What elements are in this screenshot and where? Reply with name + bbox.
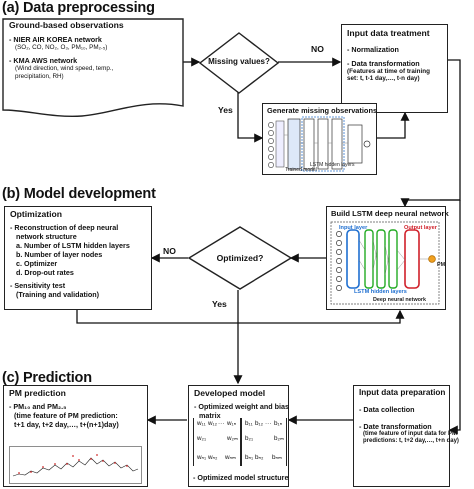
optimization-title: Optimization — [10, 209, 63, 219]
optimization-c: c. Optimizer — [16, 258, 58, 268]
missing-no-label: NO — [311, 44, 324, 54]
optimized-question: Optimized? — [216, 253, 264, 263]
optimization-b: b. Number of layer nodes — [16, 249, 103, 259]
sensitivity-test: - Sensitivity test — [10, 280, 66, 290]
hidden-layers-label: LSTM hidden layers — [354, 289, 407, 295]
prep-item-2: - Date transformation — [359, 421, 432, 431]
pm-output-label: PM — [437, 262, 446, 268]
w12: w₁₂ — [208, 420, 218, 427]
developed-title: Developed model — [194, 388, 266, 398]
bn1: bₙ₁ — [245, 454, 254, 461]
arrow-generate-to-treatment — [377, 111, 410, 139]
generate-lstm-label: LSTM hidden layers — [310, 162, 355, 168]
optimization-item-1a: - Reconstruction of deep neural — [10, 222, 119, 232]
ground-observations-box: Ground-based observations - NIER AIR KOR… — [9, 20, 124, 80]
wn1: wₙ₁ — [197, 454, 207, 461]
missing-values-question: Missing values? — [208, 57, 270, 66]
normalization-item: - Normalization — [347, 44, 399, 54]
bnm: bₙₘ — [272, 454, 282, 461]
weight-matrix: w₁₁ w₁₂ ··· w₁ₙ w₂₁ w₂ₘ wₙ₁ wₙ₂ wₙₘ — [193, 418, 241, 466]
generate-network-illustration — [268, 116, 371, 172]
ground-title: Ground-based observations — [9, 20, 124, 30]
optimized-yes-label: Yes — [212, 299, 227, 309]
build-network-illustration — [330, 221, 440, 305]
missing-values-diamond — [199, 32, 279, 94]
w11: w₁₁ — [197, 420, 206, 427]
wn2: wₙ₂ — [208, 454, 218, 461]
pm-prediction-detail-1: (time feature of PM prediction: — [14, 410, 118, 420]
developed-item-1b: matrix — [199, 410, 221, 420]
transformation-detail-1: (Features at time of training — [347, 67, 430, 75]
kma-detail-1: (Wind direction, wind speed, temp., — [15, 65, 114, 73]
output-layer-label: Output layer — [404, 225, 437, 231]
input-data-treatment-box: Input data treatment - Normalization - D… — [341, 24, 448, 113]
prep-title: Input data preparation — [359, 388, 446, 397]
pm-prediction-title: PM prediction — [9, 388, 66, 398]
input-data-preparation-box: Input data preparation - Data collection… — [353, 385, 459, 487]
developed-item-1: - Optimized weight and bias — [194, 401, 290, 411]
nier-detail: (SO₂, CO, NO₂, O₃, PM₁₀, PM₂.₅) — [15, 43, 108, 51]
optimization-a: a. Number of LSTM hidden layers — [16, 240, 130, 250]
w1n: w₁ₙ — [227, 420, 237, 427]
bn2: bₙ₂ — [255, 454, 264, 461]
kma-detail-2: precipitation, RH) — [15, 72, 64, 80]
build-lstm-box: Build LSTM deep neural network — [326, 206, 449, 310]
b21: b₂₁ — [245, 435, 254, 442]
deep-neural-network-label: Deep neural network — [373, 297, 427, 303]
generate-title: Generate missing observations — [267, 106, 378, 115]
b11: b₁₁ — [245, 420, 253, 427]
generate-trained-label: Trained model — [285, 167, 317, 173]
arrow-missing-yes — [237, 92, 264, 143]
w2m: w₂ₘ — [227, 435, 238, 442]
pm-prediction-item: - PM₁₀ and PM₂.₅ — [9, 401, 67, 411]
w-dots: ··· — [218, 420, 225, 427]
kma-network: - KMA AWS network — [9, 56, 78, 66]
b-dots: ··· — [265, 420, 272, 427]
sensitivity-detail: (Training and validation) — [16, 289, 100, 299]
nier-network: - NIER AIR KOREA network — [9, 34, 102, 44]
optimized-no-label: NO — [163, 246, 176, 256]
treatment-title: Input data treatment — [347, 28, 430, 38]
section-c-title: (c) Prediction — [2, 370, 92, 386]
prep-item-1: - Data collection — [359, 404, 415, 414]
pm-prediction-thumbnail — [9, 446, 142, 484]
wnm: wₙₘ — [225, 454, 236, 461]
ground-observations-shape — [2, 18, 184, 118]
prep-detail-2: predictions: t, t+2 day,…, t+n day) — [363, 438, 459, 445]
developed-model-box: Developed model - Optimized weight and b… — [188, 385, 289, 487]
optimized-diamond — [188, 226, 292, 290]
arrow-right-to-prep — [448, 200, 461, 435]
optimization-item-1b: network structure — [16, 231, 77, 241]
optimization-box: Optimization - Reconstruction of deep ne… — [4, 206, 152, 310]
b1n: b₁ₙ — [274, 420, 283, 427]
optimization-d: d. Drop-out rates — [16, 267, 74, 277]
bias-matrix: b₁₁ b₁₂ ··· b₁ₙ b₂₁ b₂ₘ bₙ₁ bₙ₂ bₙₘ — [241, 418, 287, 466]
build-title: Build LSTM deep neural network — [331, 209, 449, 218]
input-layer-label: Input layer — [339, 225, 368, 231]
transformation-detail-2: set: t, t-1 day,…, t-n day) — [347, 75, 420, 83]
prep-detail-1: (time feature of input data for PM — [363, 430, 458, 437]
section-a-title: (a) Data preprocessing — [2, 0, 155, 16]
b2m: b₂ₘ — [274, 435, 284, 442]
transformation-item: - Data transformation — [347, 58, 420, 68]
section-b-title: (b) Model development — [2, 186, 156, 202]
w21: w₂₁ — [197, 435, 207, 442]
b12: b₁₂ — [255, 420, 264, 427]
missing-yes-label: Yes — [218, 105, 233, 115]
pm-prediction-detail-2: t+1 day, t+2 day,…, t+(n+1)day) — [14, 419, 119, 429]
developed-item-2: - Optimized model structure — [193, 473, 289, 482]
